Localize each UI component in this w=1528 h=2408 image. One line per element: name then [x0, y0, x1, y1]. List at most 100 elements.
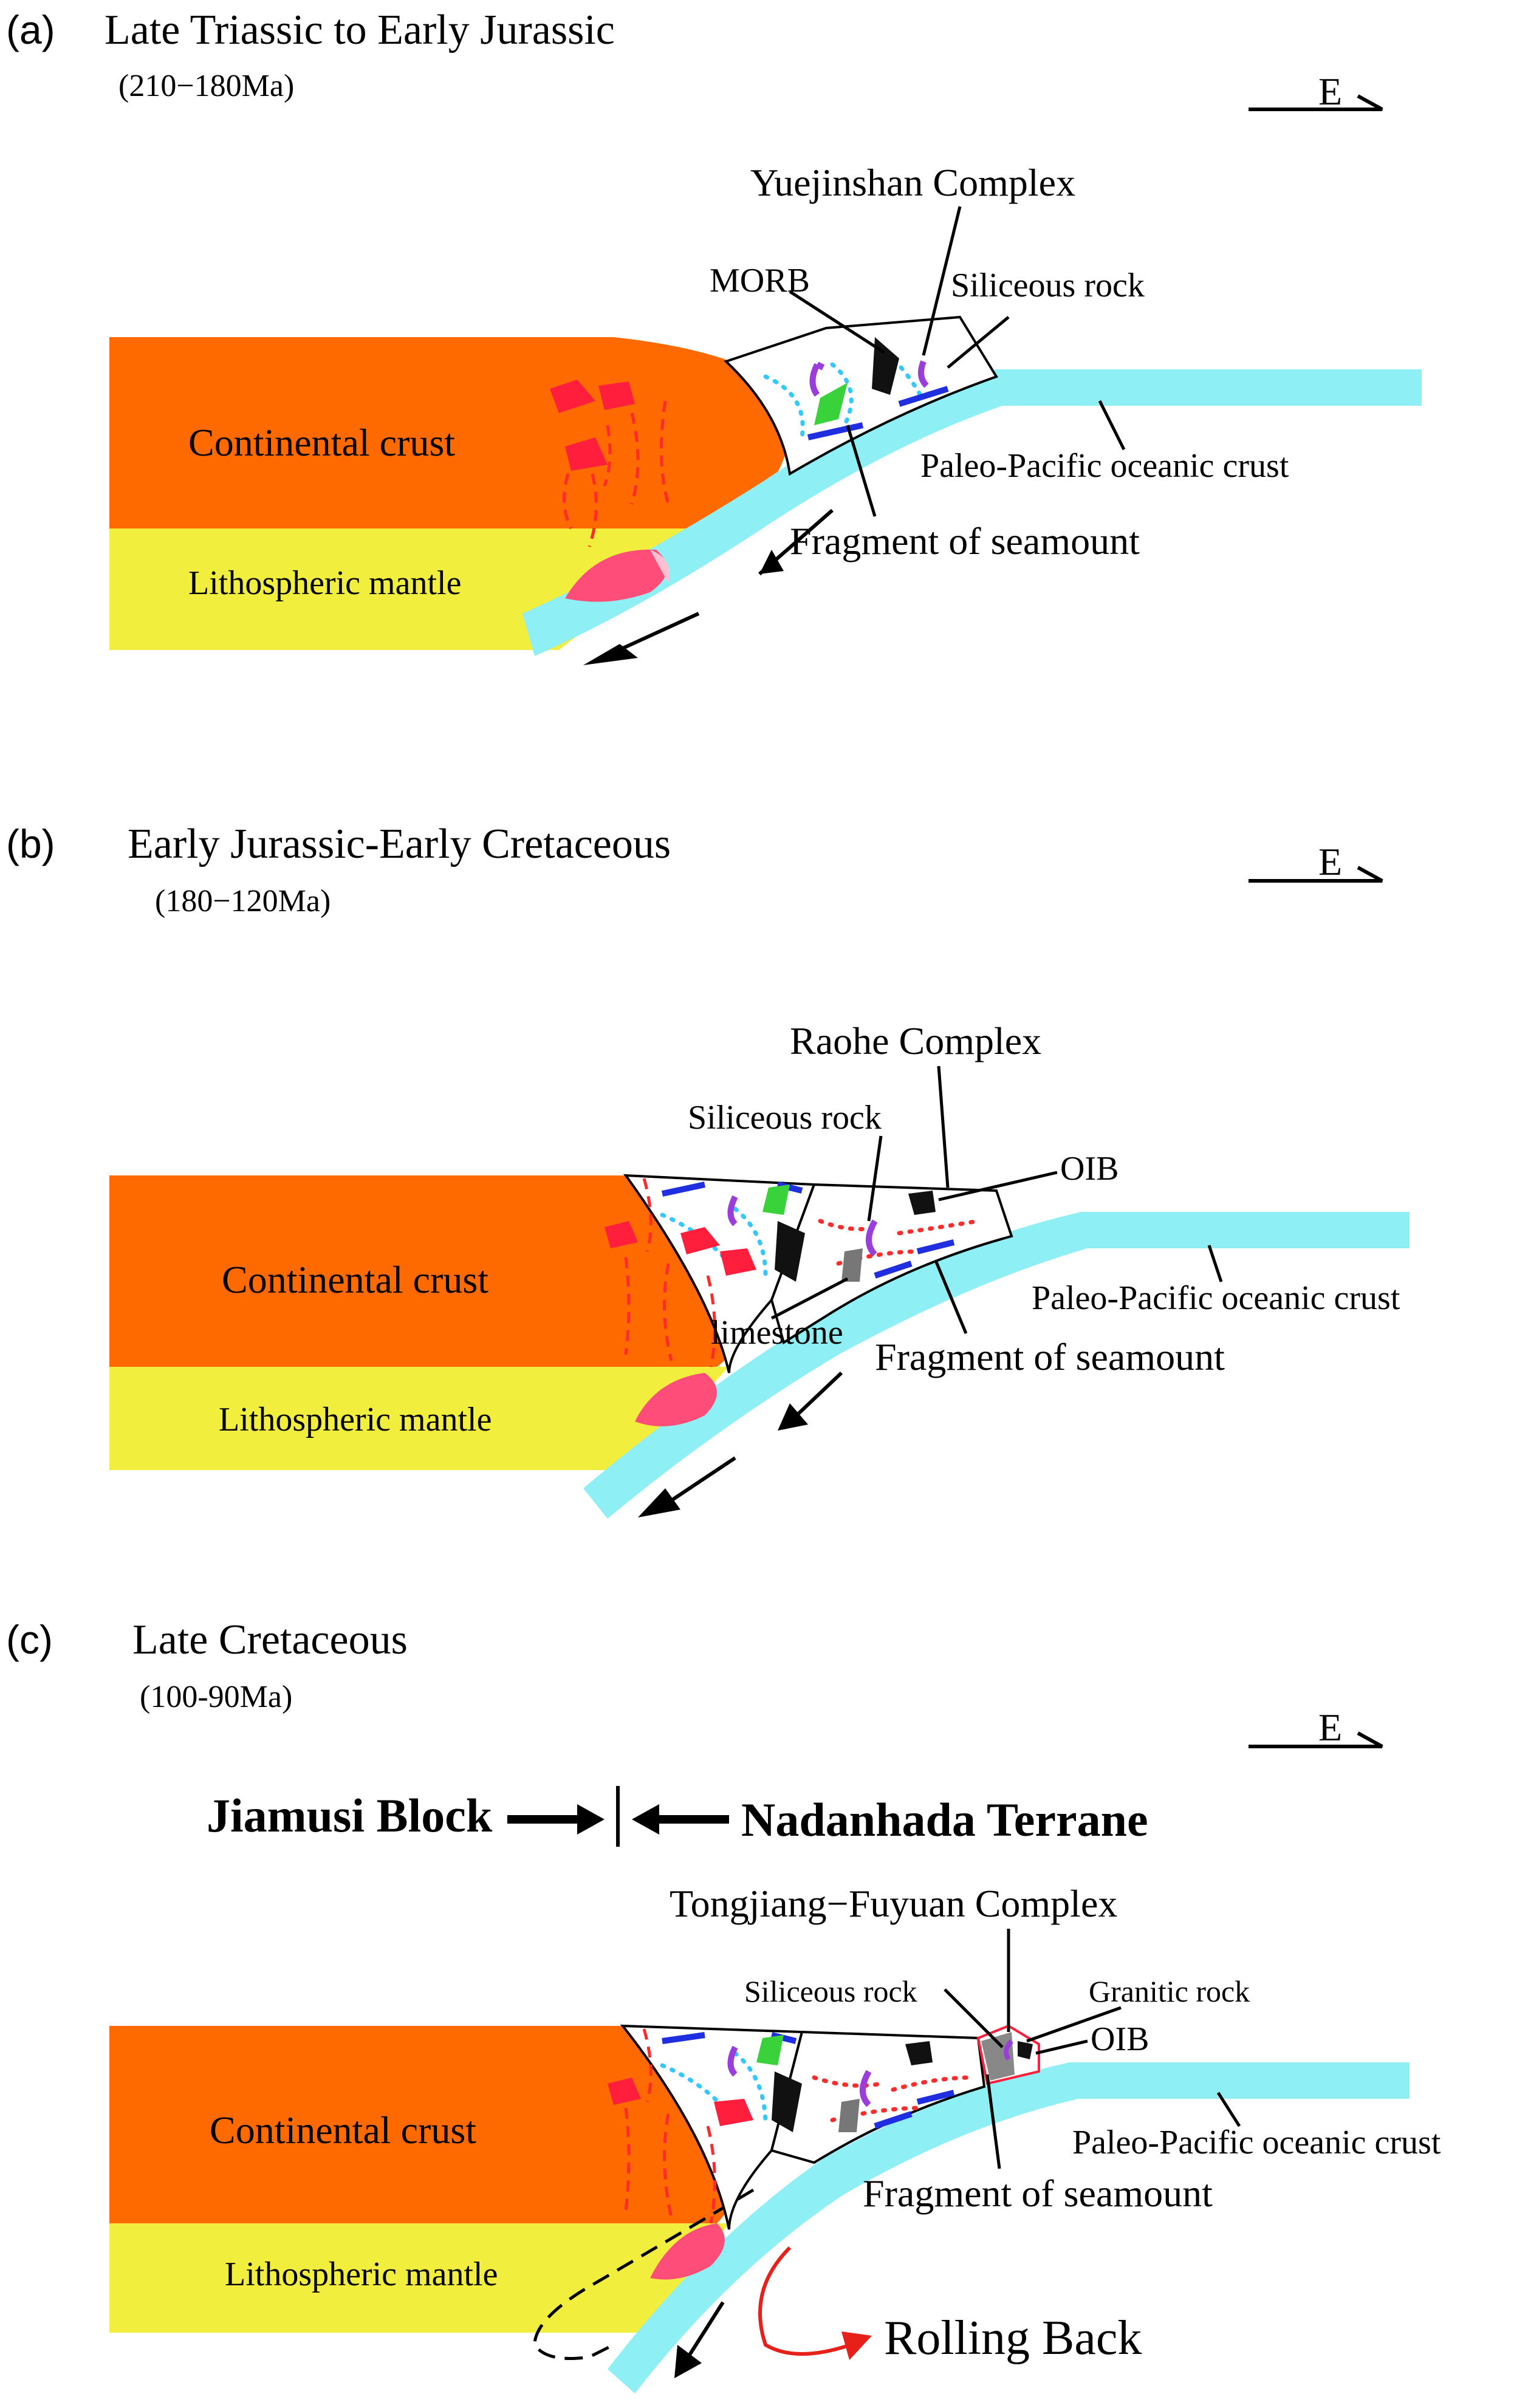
mantle-melt-c: [650, 2223, 725, 2280]
limestone-block-b: [841, 1248, 863, 1282]
seamount-label-b: Fragment of seamount: [875, 1335, 1225, 1378]
oib-label-c: OIB: [1091, 2020, 1149, 2058]
oceanic-crust-b: [583, 1212, 1410, 1519]
basalt-block-a: [814, 383, 848, 425]
siliceous-block-c1: [727, 2045, 738, 2077]
mantle-melt-highlight-a: [650, 550, 670, 583]
nadanhada-arrow-icon: [632, 1804, 659, 1835]
panel-a-age: (210−180Ma): [118, 69, 294, 103]
panel-b: (b) Early Jurassic-Early Cretaceous (180…: [6, 821, 1410, 1519]
chert-layers-b2: [874, 1239, 955, 1279]
raohe-complex-label: Raohe Complex: [790, 1019, 1041, 1062]
continental-crust-c: [109, 2026, 741, 2223]
siliceous-rock-label-a: Siliceous rock: [951, 267, 1145, 304]
limestone-leader-b: [770, 1277, 849, 1320]
east-label-b: E: [1318, 840, 1342, 883]
panel-c-title: Late Cretaceous: [132, 1616, 408, 1663]
east-direction-arrow-b: E: [1249, 840, 1383, 883]
east-label-c: E: [1318, 1706, 1342, 1749]
east-direction-arrow-c: E: [1249, 1706, 1383, 1749]
melt-pod-a3: [565, 437, 608, 471]
lithospheric-mantle-label-b: Lithospheric mantle: [219, 1401, 492, 1438]
subduction-arrowhead-a2: [583, 644, 638, 665]
east-direction-arrow-a: E: [1249, 70, 1383, 113]
jiamusi-block-label: Jiamusi Block: [207, 1789, 493, 1842]
oib-leader-c: [1035, 2039, 1088, 2055]
siliceous-rock-label-c: Siliceous rock: [744, 1974, 917, 2008]
yuejinshan-complex-label: Yuejinshan Complex: [750, 161, 1075, 204]
oceanic-crust-leader-b: [1207, 1245, 1223, 1282]
subduction-arrowhead-b2: [638, 1488, 680, 1517]
morb-block-c: [772, 2071, 802, 2132]
melt-pod-b1: [680, 1227, 720, 1254]
siliceous-leader-a: [947, 316, 1010, 369]
melt-pod-c1: [608, 2078, 641, 2105]
east-label-a: E: [1318, 70, 1342, 113]
granitic-rock-label-c: Granitic rock: [1089, 1974, 1250, 2008]
continental-crust-label-b: Continental crust: [222, 1258, 488, 1301]
seamount-label-a: Fragment of seamount: [790, 519, 1140, 563]
basalt-block-c: [756, 2035, 784, 2065]
siliceous-block-a1: [809, 361, 825, 397]
lithospheric-mantle-label-c: Lithospheric mantle: [225, 2256, 498, 2293]
complex-leader-a: [922, 206, 962, 356]
continental-crust-label-a: Continental crust: [188, 421, 455, 464]
melt-pod-b2: [720, 1248, 756, 1276]
older-complex-wedge-b: [623, 1174, 816, 1373]
oceanic-crust-label-a: Paleo-Pacific oceanic crust: [920, 447, 1289, 485]
east-arrow-icon: [1249, 866, 1383, 883]
oceanic-crust-leader-c: [1216, 2092, 1241, 2127]
panel-c-letter: (c): [6, 1617, 53, 1662]
east-arrow-icon: [1249, 1731, 1383, 1748]
chert-layers-c1: [662, 2032, 797, 2044]
nadanhada-terrane-label: Nadanhada Terrane: [741, 1793, 1148, 1846]
morb-block-b: [775, 1221, 805, 1282]
former-slab-outline: [533, 2188, 755, 2360]
oib-block-b: [908, 1191, 936, 1215]
melt-pod-b3: [605, 1221, 638, 1248]
limestone-label-b: limestone: [711, 1314, 843, 1352]
chert-layers-b1: [661, 1182, 803, 1197]
lithospheric-mantle-c: [109, 2223, 729, 2333]
magma-channels-a: [563, 400, 670, 547]
morb-leader-a: [789, 290, 885, 354]
mantle-melt-a: [565, 549, 667, 602]
panel-a-title: Late Triassic to Early Jurassic: [104, 7, 615, 53]
chert-layers-c2: [874, 2090, 955, 2129]
oceanic-crust-a: [522, 369, 1422, 656]
panel-b-age: (180−120Ma): [155, 884, 331, 918]
oceanic-crust-label-b: Paleo-Pacific oceanic crust: [1032, 1279, 1400, 1317]
lithospheric-mantle-b: [109, 1367, 729, 1470]
granitic-leader-c: [1026, 2006, 1122, 2043]
tongjiang-fuyuan-complex-label: Tongjiang−Fuyuan Complex: [670, 1882, 1117, 1925]
oib-block-c1: [905, 2041, 933, 2065]
siliceous-block-c3: [1004, 2039, 1013, 2061]
rolling-back-label: Rolling Back: [884, 2311, 1142, 2365]
panel-c-age: (100-90Ma): [140, 1680, 292, 1714]
seamount-leader-c: [985, 2074, 1001, 2169]
siliceous-leader-b: [867, 1135, 883, 1222]
melt-pod-c2: [714, 2099, 753, 2126]
subduction-arrowhead-c: [674, 2345, 702, 2378]
seamount-leader-b: [934, 1260, 968, 1334]
mantle-melt-b: [635, 1373, 717, 1426]
continental-crust-b: [109, 1175, 742, 1367]
panel-c: (c) Late Cretaceous (100-90Ma) E Jiamusi…: [6, 1616, 1441, 2393]
seamount-leader-a: [846, 425, 877, 517]
panel-a: (a) Late Triassic to Early Jurassic (210…: [6, 7, 1422, 665]
morb-block-a: [872, 337, 899, 395]
continental-crust-label-c: Continental crust: [210, 2109, 476, 2152]
siliceous-rock-label-b: Siliceous rock: [688, 1099, 882, 1137]
subduction-arrowhead-b1: [778, 1403, 808, 1431]
oib-leader-b: [938, 1171, 1058, 1202]
older-complex-wedge-c: [620, 2024, 804, 2230]
rolling-back-arrow-shaft: [758, 2246, 851, 2356]
melt-pod-a1: [550, 380, 595, 413]
limestone-block-c: [838, 2099, 860, 2132]
siliceous-block-a2: [918, 360, 929, 388]
siliceous-block-b2: [866, 1219, 878, 1257]
yuejinshan-complex-wedge: [724, 315, 998, 476]
oceanic-crust-label-c: Paleo-Pacific oceanic crust: [1072, 2124, 1441, 2161]
lithospheric-mantle-label-a: Lithospheric mantle: [188, 564, 461, 602]
